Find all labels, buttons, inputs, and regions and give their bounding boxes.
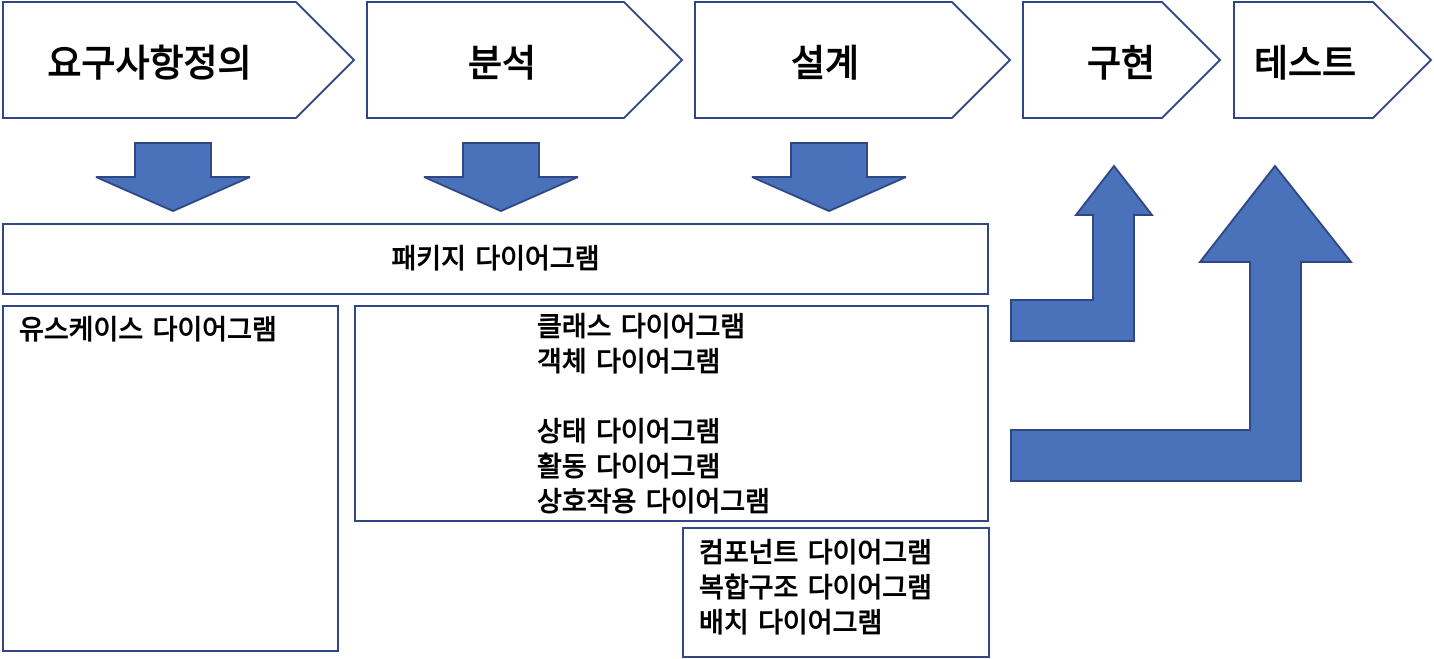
impl-diagrams-list: 컴포넌트 다이어그램 복합구조 다이어그램 배치 다이어그램 xyxy=(699,536,932,641)
diagram-item-deployment: 배치 다이어그램 xyxy=(699,608,883,639)
diagram-item-activity: 활동 다이어그램 xyxy=(537,452,721,483)
phase-chevron-test xyxy=(1233,1,1433,119)
diagram-item-component: 컴포넌트 다이어그램 xyxy=(699,538,932,569)
diagram-item-class: 클래스 다이어그램 xyxy=(537,312,746,343)
down-arrow-analysis xyxy=(423,142,579,213)
diagram-item-object: 객체 다이어그램 xyxy=(537,347,721,378)
down-arrow-requirements xyxy=(95,142,251,213)
phase-chevron-design xyxy=(694,1,1012,119)
phase-chevron-implementation xyxy=(1022,1,1222,119)
phase-label-analysis: 분석 xyxy=(467,42,537,85)
diagram-item-state: 상태 다이어그램 xyxy=(537,417,721,448)
diagram-item-spacer xyxy=(537,380,770,415)
usecase-diagram-label: 유스케이스 다이어그램 xyxy=(19,315,277,346)
usecase-diagram-box xyxy=(2,305,339,652)
diagram-item-interaction: 상호작용 다이어그램 xyxy=(537,487,770,518)
package-diagram-label: 패키지 다이어그램 xyxy=(391,244,600,275)
bent-up-arrow-implementation xyxy=(1010,164,1155,342)
middle-diagrams-box xyxy=(354,305,989,522)
down-arrow-design xyxy=(751,142,907,213)
bent-up-arrow-test xyxy=(1010,164,1354,482)
impl-diagrams-box xyxy=(682,527,990,658)
diagram-item-composite-structure: 복합구조 다이어그램 xyxy=(699,573,932,604)
phase-label-implementation: 구현 xyxy=(1086,42,1156,85)
phase-chevron-requirements xyxy=(2,1,356,119)
phase-chevron-analysis xyxy=(366,1,684,119)
phase-label-requirements: 요구사항정의 xyxy=(47,42,252,85)
phase-label-design: 설계 xyxy=(790,42,860,85)
middle-diagrams-list: 클래스 다이어그램 객체 다이어그램 상태 다이어그램 활동 다이어그램 상호작… xyxy=(537,310,770,520)
phase-label-test: 테스트 xyxy=(1253,42,1357,85)
package-diagram-box xyxy=(2,223,989,295)
